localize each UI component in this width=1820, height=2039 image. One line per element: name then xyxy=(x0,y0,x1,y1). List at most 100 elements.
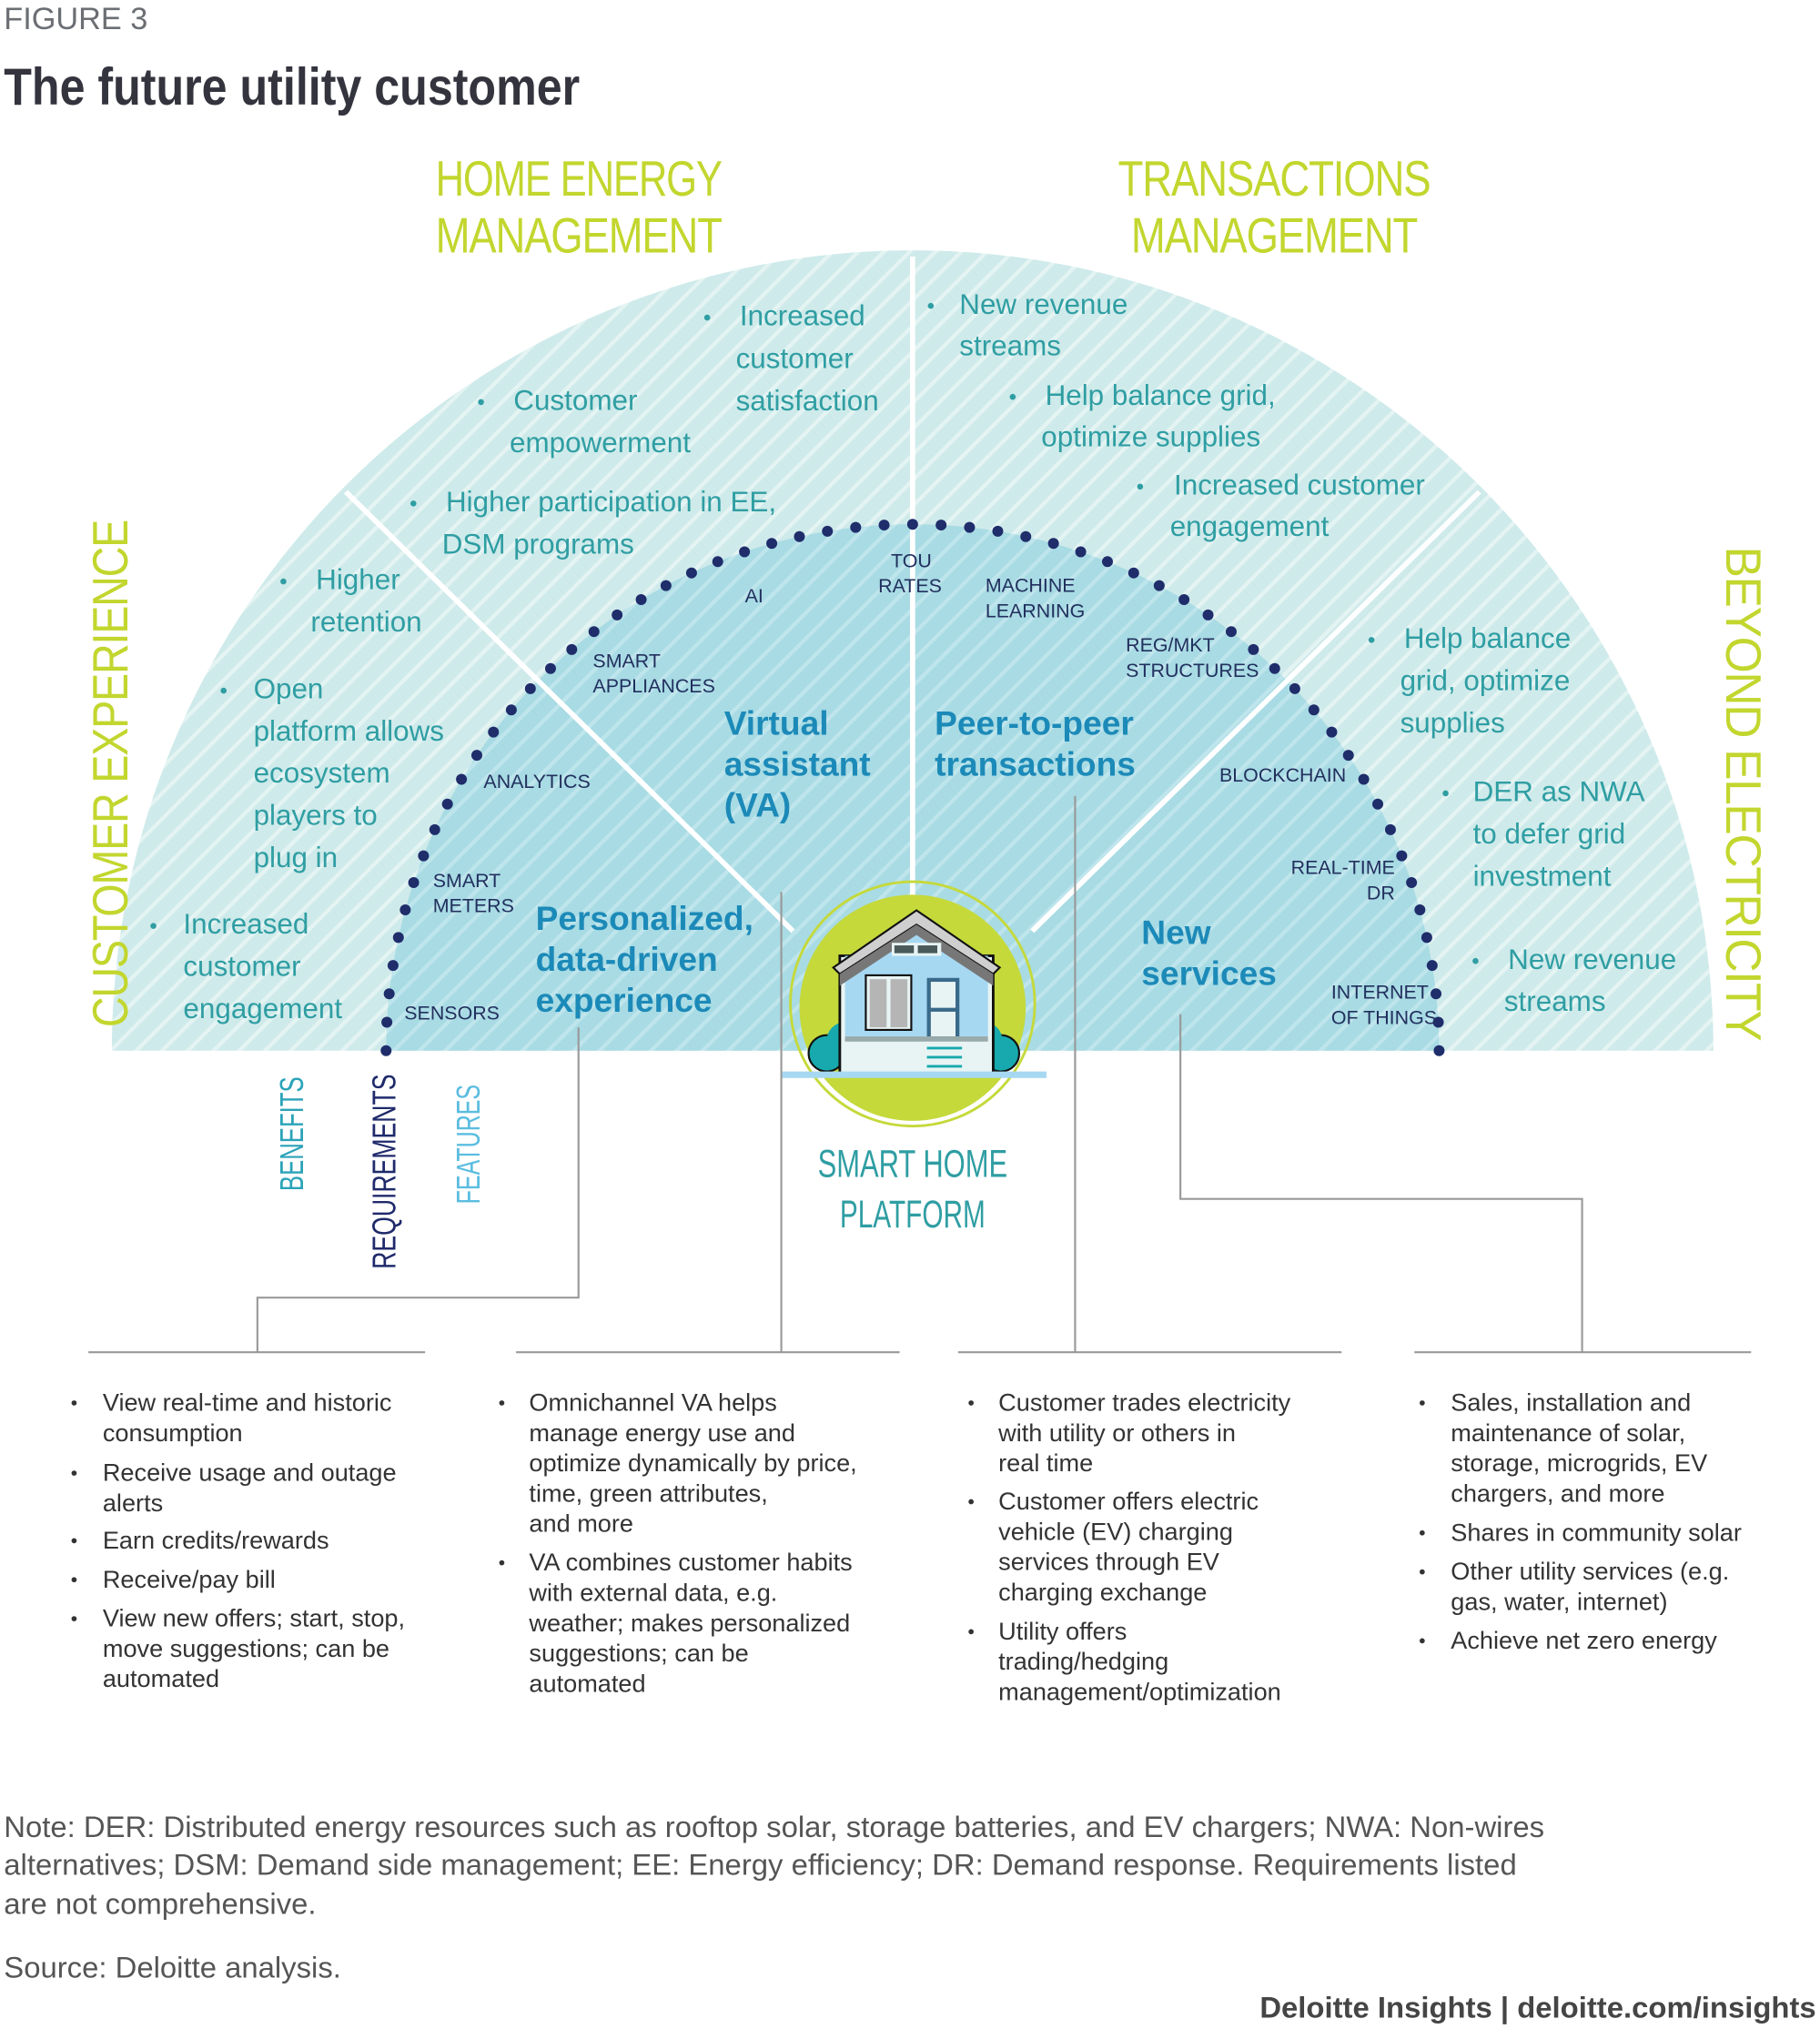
benefit-text-line: empowerment xyxy=(510,427,691,459)
benefit-text-line: Increased xyxy=(740,300,865,332)
benefit-text-line: engagement xyxy=(1170,510,1330,542)
benefit-text-line: streams xyxy=(959,330,1061,362)
benefit-text-line: DSM programs xyxy=(442,529,634,560)
feature-detail-line: VA combines customer habits xyxy=(529,1548,852,1576)
requirement-label: SMART xyxy=(433,870,501,892)
arc-dot xyxy=(1342,750,1354,762)
arc-dot xyxy=(850,521,862,533)
benefit-item: New revenue streams xyxy=(927,288,1127,362)
benefit-text-line: retention xyxy=(310,606,421,638)
feature-detail-line: automated xyxy=(529,1669,645,1697)
bullet-icon xyxy=(71,1400,77,1406)
bullet-icon xyxy=(1472,957,1479,964)
feature-title: New xyxy=(1141,914,1210,952)
arc-dot xyxy=(524,682,536,694)
benefit-text-line: to defer grid xyxy=(1473,818,1626,850)
bullet-icon xyxy=(71,1616,77,1621)
feature-detail-line: Sales, installation and xyxy=(1451,1388,1691,1417)
feature-title: transactions xyxy=(935,745,1136,783)
benefit-item: Higher participation in EE,DSM programs xyxy=(410,486,776,560)
bullet-icon xyxy=(968,1400,974,1406)
requirement-label: STRUCTURES xyxy=(1126,660,1259,681)
feature-detail-item: Shares in community solar xyxy=(1420,1518,1742,1546)
feature-detail-line: Shares in community solar xyxy=(1451,1518,1742,1546)
footer-credit[interactable]: Deloitte Insights | deloitte.com/insight… xyxy=(1259,1991,1815,2024)
feature-detail-line: real time xyxy=(998,1448,1093,1477)
feature-title: Virtual xyxy=(724,704,829,742)
feature-detail-line: alerts xyxy=(103,1489,163,1517)
smart-home-house-icon xyxy=(781,880,1046,1128)
feature-detail-line: vehicle (EV) charging xyxy=(998,1517,1233,1545)
connector-lines xyxy=(88,795,1752,1354)
bullet-icon xyxy=(1442,790,1449,797)
arc-dot xyxy=(470,750,482,762)
benefit-item: Help balance grid,optimize supplies xyxy=(1009,379,1276,453)
bullet-icon xyxy=(968,1499,974,1505)
arc-dot xyxy=(660,580,672,591)
arc-dot xyxy=(1433,1045,1445,1056)
bullet-icon xyxy=(71,1470,77,1476)
arc-dot xyxy=(588,626,600,638)
benefit-text-line: streams xyxy=(1504,985,1606,1017)
feature-detail-line: management/optimization xyxy=(998,1678,1281,1706)
feature-detail-line: View real-time and historic xyxy=(103,1388,392,1417)
bullet-icon xyxy=(280,578,287,585)
requirement-label: BLOCKCHAIN xyxy=(1219,764,1346,786)
requirement-label: REAL-TIME xyxy=(1291,857,1395,879)
bullet-icon xyxy=(968,1629,974,1635)
arc-dot xyxy=(685,567,697,579)
bullet-icon xyxy=(71,1538,77,1544)
feature-title: Personalized, xyxy=(536,899,753,937)
benefit-text-line: Open xyxy=(254,673,324,705)
arc-dot xyxy=(1431,988,1442,1000)
platform-label-line-1: SMART HOME xyxy=(818,1142,1008,1186)
arc-dot xyxy=(935,520,947,531)
arc-dot xyxy=(712,556,723,568)
arc-dot xyxy=(1102,556,1114,568)
feature-detail-item: Achieve net zero energy xyxy=(1420,1626,1717,1654)
arc-dot xyxy=(794,530,805,542)
requirement-label: ANALYTICS xyxy=(483,771,590,792)
benefit-text-line: plug in xyxy=(254,842,339,873)
note-line-1: Note: DER: Distributed energy resources … xyxy=(4,1810,1544,1843)
benefit-text-line: customer xyxy=(736,342,854,374)
arc-dot xyxy=(635,594,647,606)
feature-title: Peer-to-peer xyxy=(935,704,1134,742)
note-line-3: are not comprehensive. xyxy=(4,1886,316,1920)
benefit-text-line: Customer xyxy=(513,385,637,417)
sector-label-home-energy-management-line-2: MANAGEMENT xyxy=(436,208,723,264)
arc-dot xyxy=(488,726,500,738)
sector-label-beyond-electricity: BEYOND ELECTRICITY xyxy=(1715,547,1771,1041)
bullet-icon xyxy=(703,314,711,321)
arc-dot xyxy=(1414,904,1426,916)
benefit-item: Customer empowerment xyxy=(478,385,691,459)
note-line-2: alternatives; DSM: Demand side managemen… xyxy=(4,1848,1516,1882)
requirement-label: SENSORS xyxy=(404,1003,500,1025)
arc-dot xyxy=(380,1045,392,1056)
bullet-icon xyxy=(1420,1638,1425,1644)
requirement-label: LEARNING xyxy=(986,600,1085,621)
arc-dot xyxy=(1426,960,1438,972)
bullet-icon xyxy=(1368,637,1375,643)
arc-dot xyxy=(1047,538,1059,550)
arc-dot xyxy=(1020,530,1032,542)
feature-detail-line: charging exchange xyxy=(998,1578,1207,1606)
requirement-label: OF THINGS xyxy=(1331,1007,1437,1029)
arc-dot xyxy=(399,904,411,916)
feature-detail-line: time, green attributes, xyxy=(529,1479,767,1507)
feature-detail-item: Other utility services (e.g.gas, water, … xyxy=(1420,1557,1729,1616)
sector-dividers xyxy=(343,256,1481,934)
arc-dot xyxy=(408,877,420,889)
arc-dot xyxy=(441,798,453,810)
benefit-text-line: platform allows xyxy=(254,715,444,747)
feature-detail-line: Customer offers electric xyxy=(998,1487,1259,1515)
bullet-icon xyxy=(1420,1569,1425,1575)
arc-dot xyxy=(992,525,1004,537)
benefit-text-line: New revenue xyxy=(959,288,1127,320)
feature-detail-line: Utility offers xyxy=(998,1617,1127,1645)
